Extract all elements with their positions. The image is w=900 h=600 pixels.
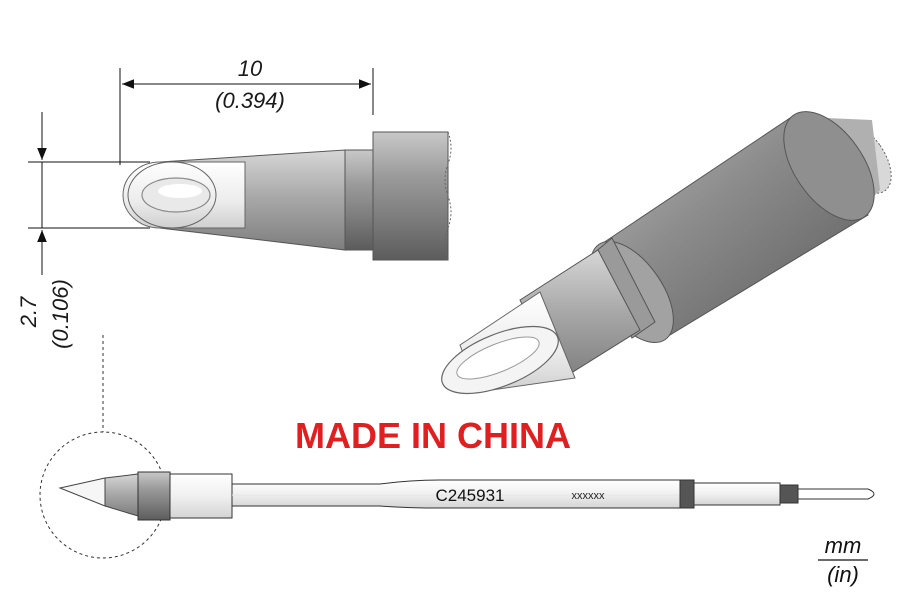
- serial-placeholder-label: xxxxxx: [572, 490, 606, 502]
- tip-side-view: [122, 131, 452, 261]
- unit-secondary-label: (in): [827, 562, 859, 587]
- width-dimension: 2.7 (0.106): [16, 112, 150, 349]
- units-legend: mm (in): [818, 533, 868, 587]
- length-dimension: 10 (0.394): [119, 56, 374, 165]
- width-in-label: (0.106): [48, 279, 73, 349]
- width-mm-label: 2.7: [16, 296, 41, 328]
- unit-primary-label: mm: [825, 533, 862, 558]
- length-mm-label: 10: [238, 56, 263, 81]
- made-in-label: MADE IN CHINA: [295, 415, 571, 456]
- length-in-label: (0.394): [215, 88, 285, 113]
- tip-perspective-view: [441, 111, 892, 395]
- part-number-label: C245931: [435, 486, 504, 505]
- cartridge-full-view: C245931 xxxxxx: [39, 335, 875, 559]
